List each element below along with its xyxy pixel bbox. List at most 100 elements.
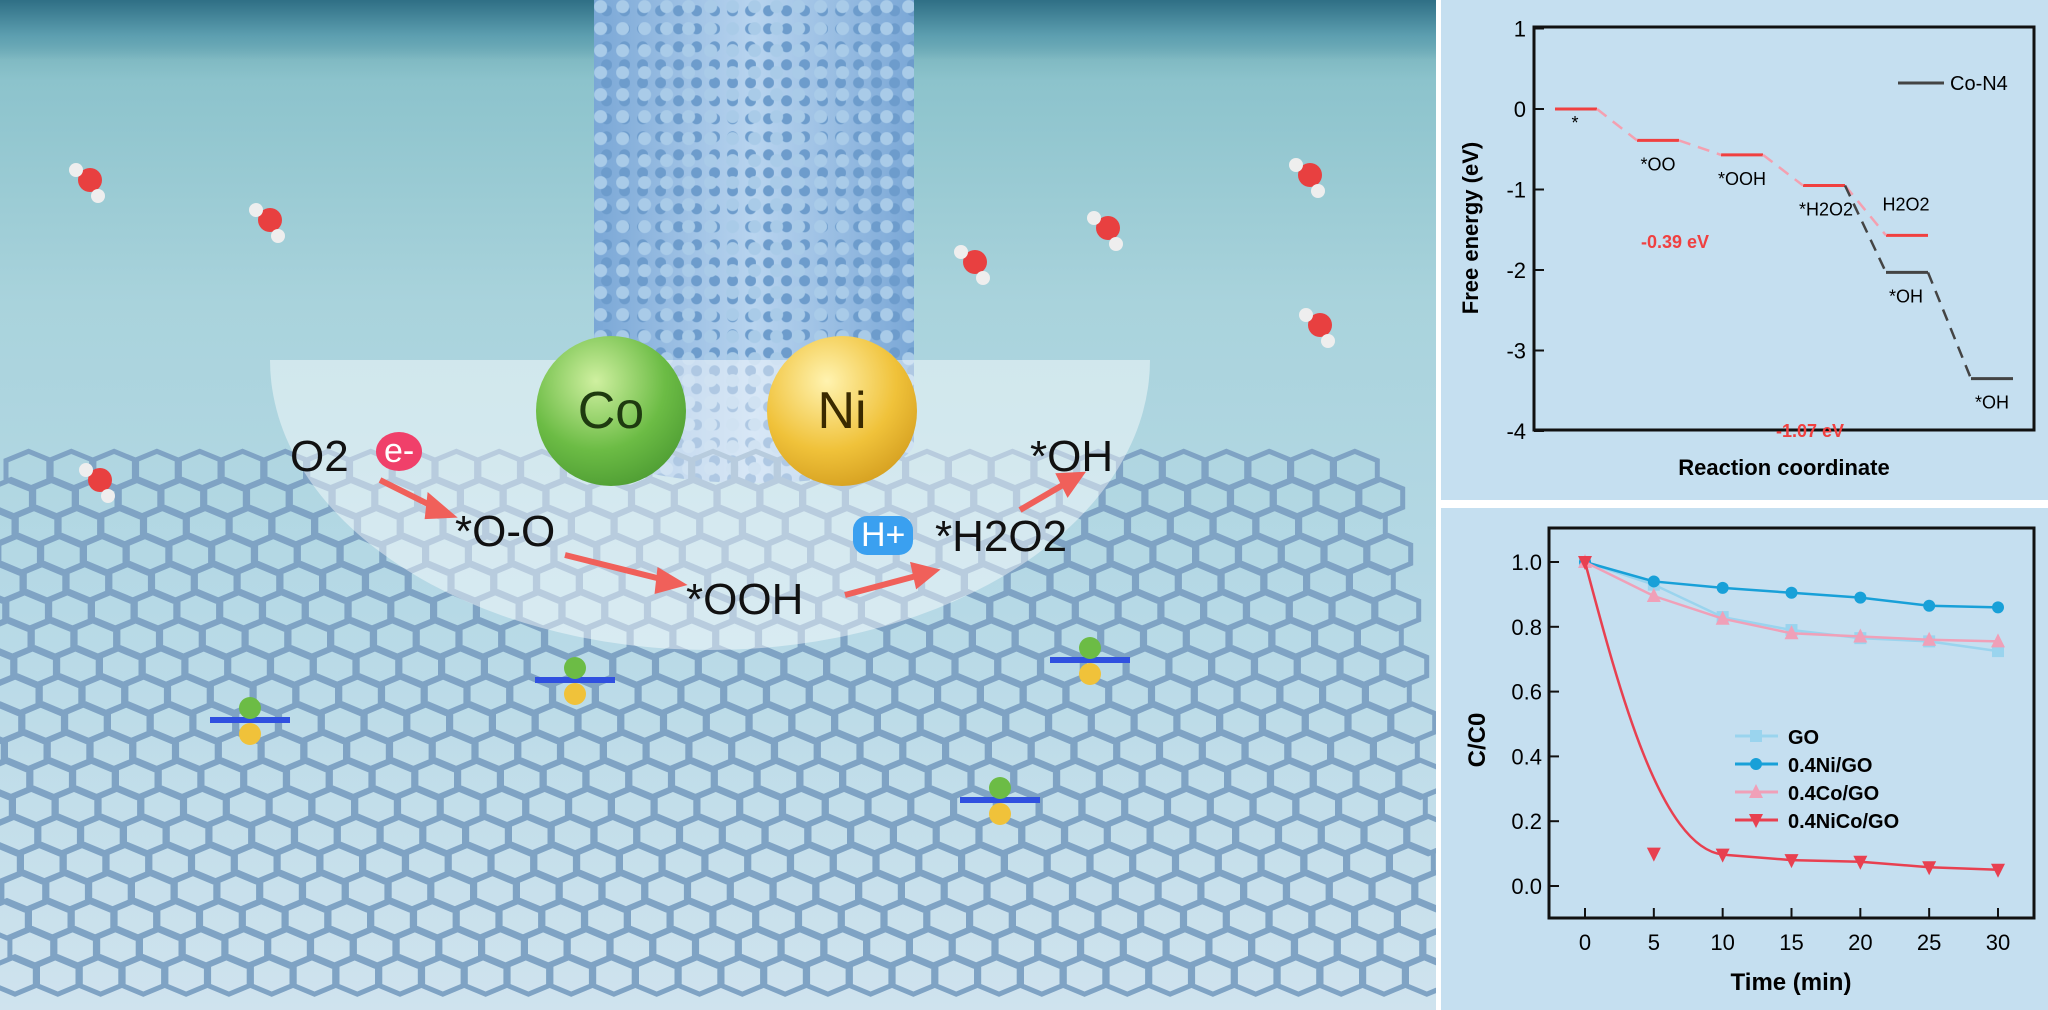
hydrogen-atom [1087,211,1101,225]
water-molecule-icon [88,468,112,492]
ni-site-icon [564,683,586,705]
data-point [1853,628,1868,643]
legend-marker [1750,730,1762,742]
hydrogen-atom [91,189,105,203]
connector [1762,153,1804,187]
legend-label: Co-N4 [1950,73,2008,95]
data-point [1992,645,2004,658]
arrow-icon [1018,479,1070,513]
data-point [1853,855,1868,870]
co-site-icon [239,697,261,719]
ni-site-icon [1079,663,1101,685]
y-axis-label: C/C0 [1464,713,1491,768]
arrow-icon [844,572,921,598]
y-tick-label: 1 [1514,17,1526,42]
ooh-label: *OOH [686,575,804,624]
oo-label: *O-O [455,507,556,556]
ni-site-icon [989,803,1011,825]
connector [1678,139,1722,157]
x-tick-label: 30 [1986,930,2010,955]
data-point [1784,625,1799,640]
hydrogen-atom [1299,308,1313,322]
level-label: *H2O2 [1799,199,1853,219]
y-tick-label: 0.6 [1511,680,1542,705]
water-molecule-icon [963,250,987,274]
illustration: Co Ni O2 e- *O-O *OOH H+ *H2O2 *OH [0,0,1436,1010]
graphene-hexagon [1419,929,1436,966]
y-tick-label: 0.4 [1511,744,1542,769]
annotation-1: -0.39 eV [1641,232,1709,252]
x-tick-label: 10 [1710,930,1734,955]
electron-badge: e- [376,432,423,471]
arrow-head-icon [910,561,941,590]
x-tick-label: 20 [1848,930,1872,955]
x-axis-label: Reaction coordinate [1678,455,1889,480]
data-point [1922,861,1937,876]
data-point [1646,847,1661,862]
y-tick-label: -1 [1506,178,1526,203]
h2o2-label: *H2O2 [935,512,1068,561]
water-molecule-icon [1298,163,1322,187]
hydrogen-atom [271,229,285,243]
connector [1844,184,1887,237]
data-point [1992,601,2004,614]
data-point [1922,631,1937,646]
data-point [1784,854,1799,869]
ni-label: Ni [817,382,867,440]
hydrogen-atom [976,271,990,285]
graphene-hexagon [1401,953,1436,997]
connector [1843,184,1888,273]
co-label: Co [577,382,645,440]
y-tick-label: -4 [1506,419,1526,444]
co-site-icon [1079,637,1101,659]
y-tick-label: 0 [1514,97,1526,122]
level-label: * [1571,113,1578,133]
y-axis-label: Free energy (eV) [1458,142,1483,314]
legend-marker [1749,814,1763,828]
legend-marker [1750,758,1762,770]
level-label: *OH [1889,286,1923,306]
legend-label: 0.4NiCo/GO [1788,811,1899,833]
hydrogen-atom [69,163,83,177]
arrow-head-icon [424,492,458,520]
data-point [1854,591,1867,604]
ni-atom-sphere: Ni [767,336,917,486]
data-point [1578,556,1592,570]
hydrogen-atom [1321,334,1335,348]
co-site-icon [989,777,1011,799]
data-point [1716,581,1729,594]
y-tick-label: 0.2 [1511,809,1542,834]
series-line-1 [1584,560,1999,609]
annotation-2: -1.07 eV [1776,421,1844,441]
x-tick-label: 25 [1917,930,1941,955]
co-atom-sphere: Co [536,336,686,486]
hydrogen-atom [1289,158,1303,172]
hydrogen-atom [101,489,115,503]
hydrogen-atom [1311,184,1325,198]
legend-marker [1749,784,1763,798]
proton-badge: H+ [853,516,914,555]
data-point [1647,575,1660,588]
hydrogen-atom [249,203,263,217]
level-label: H2O2 [1882,194,1929,214]
ni-site-icon [239,723,261,745]
water-molecule-icon [258,208,282,232]
data-point [1923,599,1936,612]
x-tick-label: 5 [1648,930,1660,955]
legend-label: 0.4Ni/GO [1788,755,1872,777]
hydrogen-atom [79,463,93,477]
connector [1596,108,1638,142]
y-tick-label: 1.0 [1511,550,1542,575]
x-tick-label: 0 [1579,930,1591,955]
arrow-head-icon [1055,471,1087,498]
plot-frame [1532,25,2036,432]
data-point [1715,610,1730,625]
data-point [1646,588,1661,603]
chart-divider [1441,500,2048,508]
y-tick-label: 0.0 [1511,874,1542,899]
hydrogen-atom [954,245,968,259]
water-molecule-icon [1096,216,1120,240]
hydrogen-atom [1109,237,1123,251]
reaction-arrows [378,471,1087,598]
